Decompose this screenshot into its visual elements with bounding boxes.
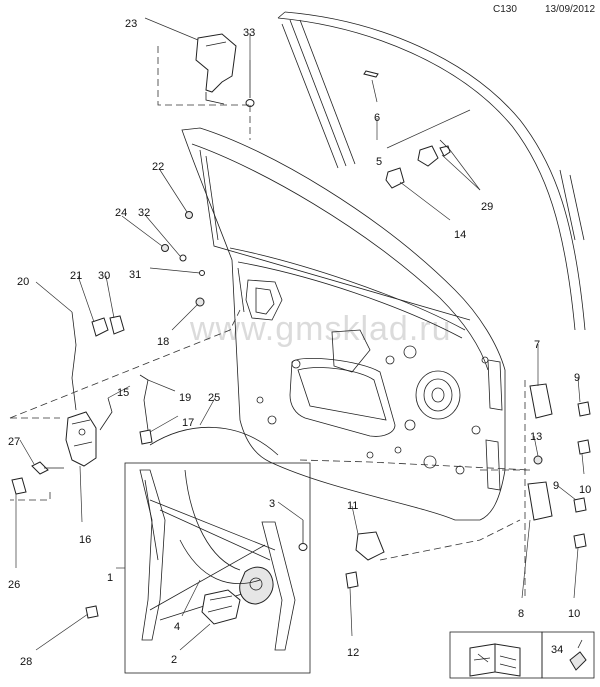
callout-c11: 11 (347, 500, 358, 512)
callout-c10a: 10 (579, 484, 591, 496)
callout-c4: 4 (174, 621, 180, 633)
callout-c2: 2 (171, 654, 177, 666)
part-30-clip (109, 315, 125, 335)
diagram-date: 13/09/2012 (545, 4, 596, 15)
part-23-bracket (195, 33, 237, 105)
callout-c6: 6 (374, 112, 380, 124)
part-21-clip (91, 317, 109, 337)
part-6-clip (363, 70, 379, 78)
door-inner-panel (181, 127, 506, 521)
diagram-code: C130 (493, 4, 517, 15)
callout-c5: 5 (376, 156, 382, 168)
callout-c26: 26 (8, 579, 20, 591)
callout-c16: 16 (79, 534, 91, 546)
callout-c27: 27 (8, 436, 20, 448)
part-22-nut (185, 211, 193, 219)
part-13-nut (533, 455, 543, 465)
callout-c22: 22 (152, 161, 164, 173)
part-25-cable (149, 426, 279, 456)
callout-c34: 34 (551, 644, 563, 656)
part-31-clip (199, 270, 205, 276)
legend-boxes (449, 631, 595, 679)
callout-c12: 12 (347, 647, 359, 659)
callout-c18: 18 (157, 336, 169, 348)
part-28-bolt (85, 605, 99, 619)
part-16-door-lock (65, 411, 97, 467)
manual-book-icon (469, 643, 521, 677)
part-14-clip (385, 167, 405, 189)
callout-c31: 31 (129, 269, 141, 281)
part-8-lower-hinge (527, 481, 553, 521)
part-15-rod (99, 397, 113, 431)
part-33-screw (245, 60, 255, 107)
callout-c13: 13 (530, 431, 542, 443)
part-10-bolt-lower (573, 533, 587, 549)
callout-c21: 21 (70, 270, 82, 282)
part-9-bolt-upper (577, 401, 591, 417)
part-26-clip (11, 477, 27, 495)
part-20-rod (71, 311, 77, 411)
callout-c19: 19 (179, 392, 191, 404)
callout-c23: 23 (125, 18, 137, 30)
part-11-check-strap (355, 531, 385, 561)
leader-lines (15, 17, 585, 651)
callout-c7: 7 (534, 339, 540, 351)
part-3-screw (298, 520, 308, 551)
callout-c14: 14 (454, 229, 466, 241)
callout-c24: 24 (115, 207, 127, 219)
part-19-rod (139, 374, 149, 431)
callout-c3: 3 (269, 498, 275, 510)
callout-c10b: 10 (568, 608, 580, 620)
callout-c20: 20 (17, 276, 29, 288)
callout-c15: 15 (117, 387, 129, 399)
assembly-lines (9, 46, 531, 600)
part-34-connector-icon (569, 639, 587, 671)
callout-c25: 25 (208, 392, 220, 404)
part-9-bolt-lower (573, 497, 587, 513)
part-27-screw (31, 461, 64, 475)
callout-c32: 32 (138, 207, 150, 219)
callout-c9a: 9 (574, 372, 580, 384)
callout-c9b: 9 (553, 480, 559, 492)
callout-c33: 33 (243, 27, 255, 39)
glass-run-channel (277, 11, 586, 331)
part-24-nut (161, 244, 169, 252)
callout-c29: 29 (481, 201, 493, 213)
window-regulator (139, 469, 296, 651)
part-32-clip (179, 254, 187, 262)
callout-c28: 28 (20, 656, 32, 668)
part-12-bolt (345, 571, 359, 589)
part-10-bolt-upper (577, 439, 591, 455)
callout-c30: 30 (98, 270, 110, 282)
callout-c1: 1 (107, 572, 113, 584)
part-29-clips (417, 139, 451, 167)
part-7-upper-hinge (529, 383, 553, 419)
callout-c8: 8 (518, 608, 524, 620)
regulator-assembly-frame (124, 462, 311, 674)
callout-c17: 17 (182, 417, 194, 429)
part-17-clip (139, 429, 153, 445)
watermark-text: www.gmsklad.ru (189, 310, 452, 348)
